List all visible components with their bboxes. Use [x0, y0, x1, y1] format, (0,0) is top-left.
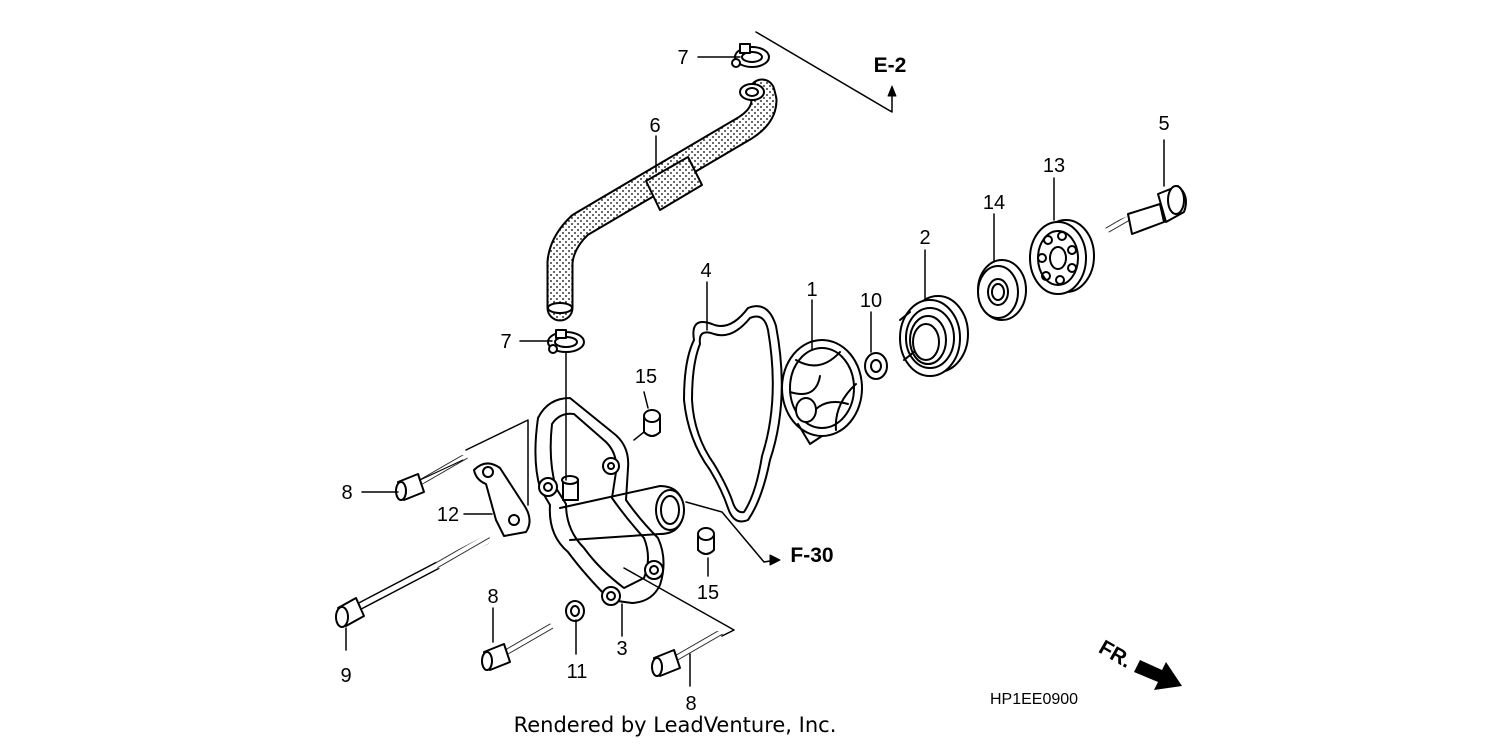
sealing-washer	[565, 600, 585, 622]
reference-front: FR.	[1095, 636, 1136, 673]
water-pump-cover	[534, 397, 685, 606]
flange-bolt-lower-right	[651, 631, 723, 677]
render-credit: Rendered by LeadVenture, Inc.	[0, 713, 1500, 737]
water-hose	[546, 78, 778, 322]
oil-seal	[977, 259, 1027, 321]
seal-washer	[864, 352, 888, 380]
dowel-pin-lower	[697, 527, 715, 555]
reference-e2: E-2	[874, 54, 907, 77]
hose-bracket	[473, 462, 531, 537]
callout-5: 5	[1158, 113, 1169, 135]
callout-13: 13	[1043, 155, 1065, 177]
flange-bolt-upper	[395, 455, 468, 501]
callout-14: 14	[983, 192, 1005, 214]
callout-12: 12	[437, 504, 459, 526]
callout-10: 10	[860, 290, 882, 312]
mechanical-seal	[899, 295, 969, 377]
hose-clamp-lower	[547, 329, 585, 354]
callout-11: 11	[567, 661, 588, 683]
callout-4: 4	[700, 260, 711, 282]
dowel-pin-upper	[643, 409, 661, 437]
ball-bearing	[1029, 219, 1095, 295]
render-credit-text: Rendered by LeadVenture, Inc.	[513, 713, 837, 737]
callout-8-right: 8	[685, 693, 696, 715]
flange-bolt-lower-left	[481, 623, 553, 671]
callout-3: 3	[616, 638, 627, 660]
callout-labels: 7 6 7 4 15 1 10 2 14 13 5 8 12 8 15 9 11…	[340, 47, 1169, 715]
o-ring-gasket	[683, 305, 783, 523]
callout-7-lower: 7	[500, 331, 511, 353]
impeller	[781, 339, 863, 445]
pump-shaft	[1105, 185, 1187, 235]
callout-15-upper: 15	[635, 366, 657, 388]
callout-2: 2	[919, 227, 930, 249]
front-direction-arrow	[1134, 660, 1182, 690]
hose-clamp-upper	[731, 43, 770, 68]
reference-f30: F-30	[790, 544, 833, 567]
drawing-code: HP1EE0900	[990, 691, 1078, 708]
callout-15-lower: 15	[697, 582, 719, 604]
callout-7-upper: 7	[677, 47, 688, 69]
callout-6: 6	[649, 115, 660, 137]
callout-1: 1	[806, 279, 817, 301]
callout-8-left: 8	[487, 586, 498, 608]
callout-8-upper: 8	[341, 482, 352, 504]
callout-9: 9	[340, 665, 351, 687]
long-bolt	[335, 535, 491, 628]
